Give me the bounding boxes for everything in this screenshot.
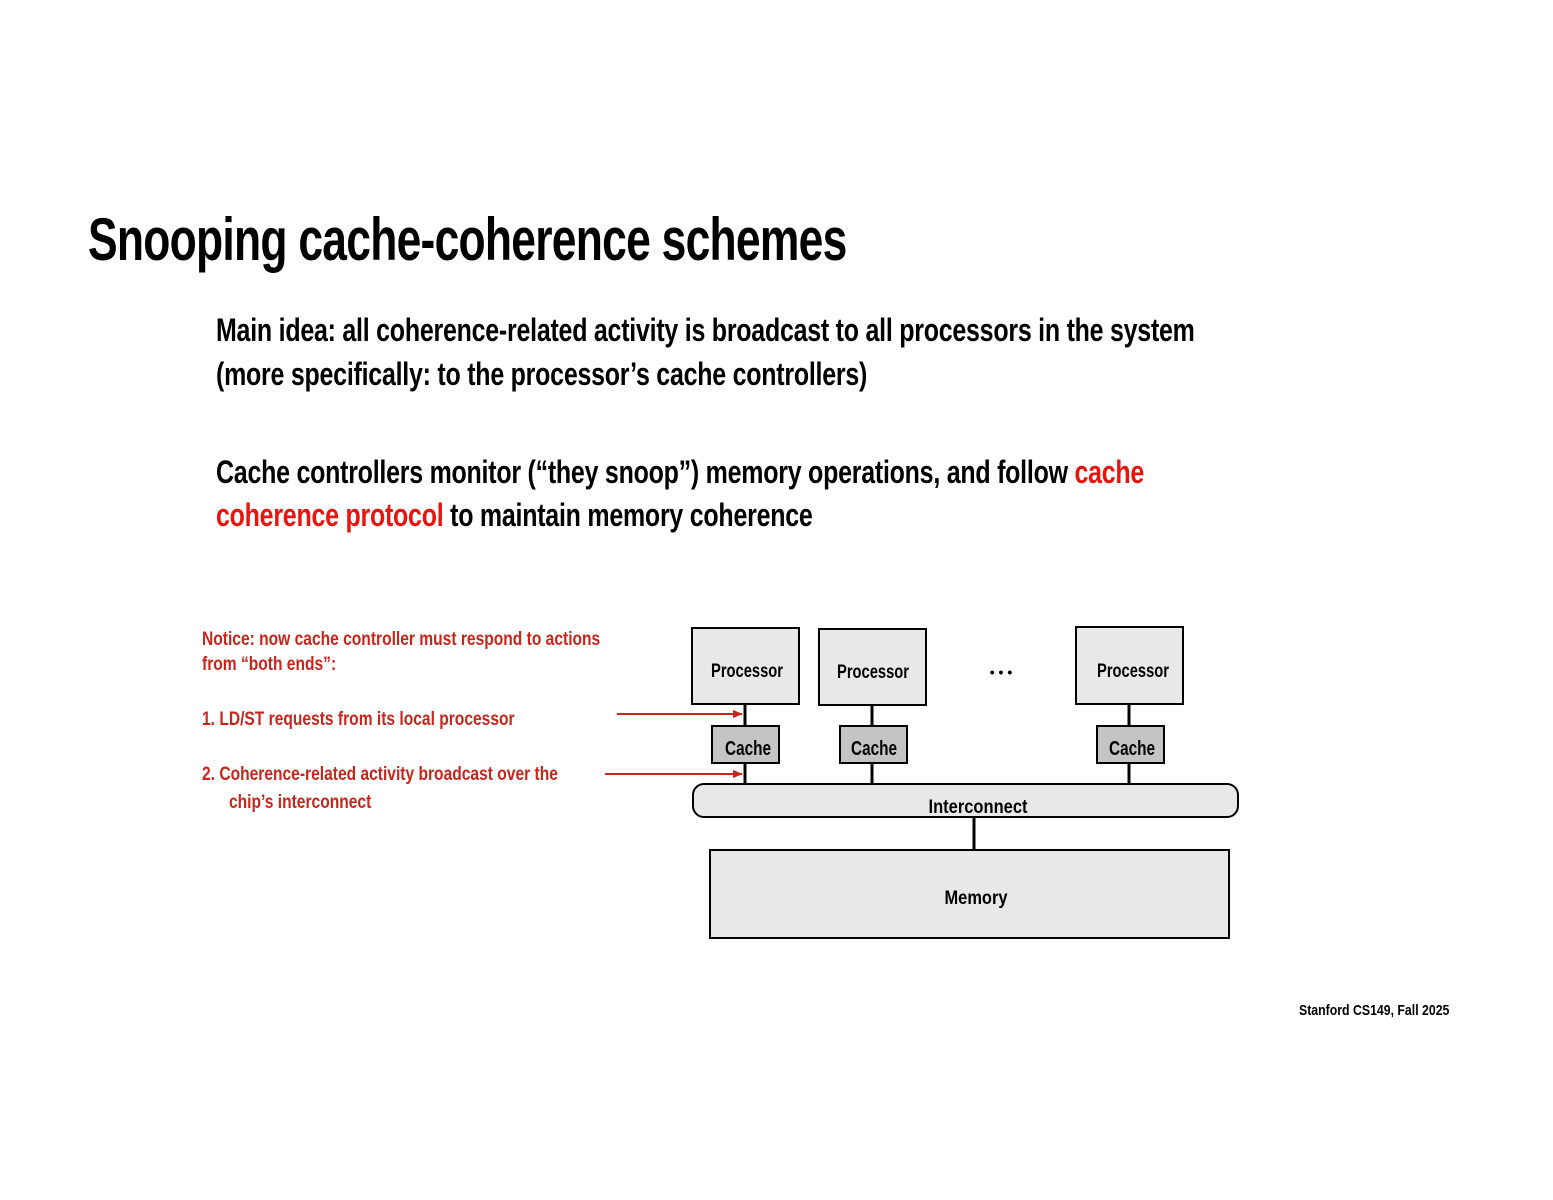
cache-label-2: Cache — [851, 738, 897, 760]
memory-label: Memory — [945, 888, 1008, 909]
memory-box — [709, 849, 1230, 939]
snoop-line-2-text: to maintain memory coherence — [443, 497, 813, 533]
snoop-line-1-highlight: cache — [1074, 454, 1145, 490]
ellipsis: • • • — [990, 664, 1013, 680]
note-item-1: 1. LD/ST requests from its local process… — [202, 709, 515, 730]
snoop-line-2-highlight: coherence protocol — [216, 497, 444, 533]
snoop-line-1-text: Cache controllers monitor (“they snoop”)… — [216, 454, 1075, 490]
processor-box-1 — [691, 627, 800, 705]
cache-box-1 — [711, 725, 780, 764]
snoop-line-1: Cache controllers monitor (“they snoop”)… — [216, 454, 1144, 491]
processor-label-3: Processor — [1097, 661, 1169, 682]
cache-box-3 — [1096, 725, 1165, 764]
processor-label-2: Processor — [837, 662, 909, 683]
processor-box-3 — [1075, 626, 1184, 705]
cache-box-2 — [839, 725, 908, 764]
cache-label-3: Cache — [1109, 738, 1155, 760]
main-idea-line-2: (more specifically: to the processor’s c… — [216, 356, 868, 392]
note-line-1: Notice: now cache controller must respon… — [202, 629, 601, 650]
processor-box-2 — [818, 628, 927, 706]
cache-label-1: Cache — [725, 738, 771, 760]
note-item-2: 2. Coherence-related activity broadcast … — [202, 764, 558, 785]
slide-title: Snooping cache-coherence schemes — [88, 206, 847, 273]
snoop-line-2: coherence protocol to maintain memory co… — [216, 497, 813, 534]
note-line-2: from “both ends”: — [202, 654, 337, 675]
interconnect-bus — [692, 783, 1239, 818]
processor-label-1: Processor — [711, 661, 783, 682]
note-item-2-continuation: chip’s interconnect — [229, 792, 372, 813]
footer-course-label: Stanford CS149, Fall 2025 — [1299, 1002, 1450, 1019]
interconnect-label: Interconnect — [929, 797, 1029, 818]
main-idea-line-1: Main idea: all coherence-related activit… — [216, 312, 1195, 348]
